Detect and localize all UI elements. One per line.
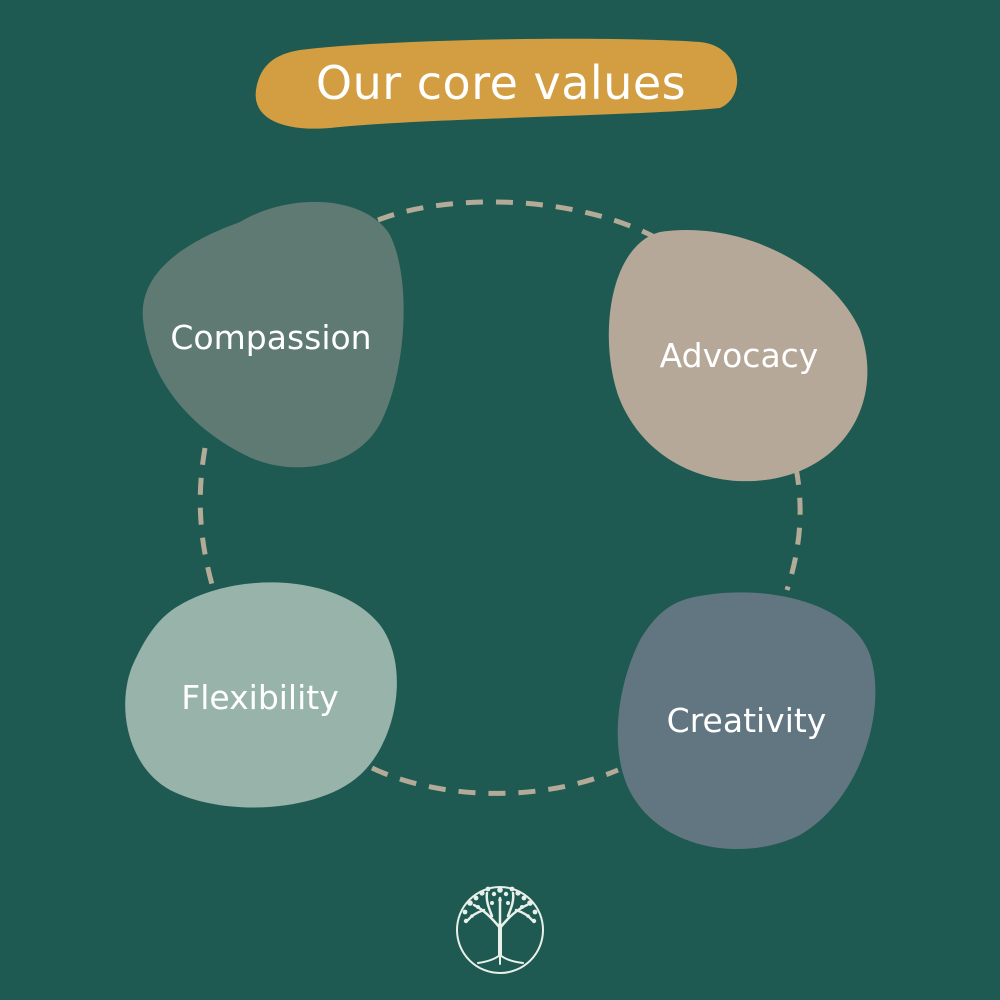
value-label-compassion: Compassion — [170, 317, 372, 357]
dashed-connector-ring — [197, 199, 803, 796]
value-label-advocacy: Advocacy — [659, 335, 819, 375]
tree-of-life-logo-icon — [456, 886, 544, 974]
connector-right-arc — [784, 467, 803, 591]
advocacy-blob — [608, 230, 868, 482]
page-title: Our core values — [315, 56, 687, 110]
creativity-blob — [617, 592, 876, 850]
value-label-creativity: Creativity — [666, 700, 827, 740]
title-pill — [255, 38, 738, 129]
compassion-blob — [142, 201, 404, 468]
connector-left-arc — [197, 447, 218, 596]
connector-top-arc — [377, 199, 662, 243]
value-label-flexibility: Flexibility — [181, 677, 339, 717]
connector-bottom-arc — [370, 765, 619, 796]
flexibility-blob — [125, 582, 397, 808]
